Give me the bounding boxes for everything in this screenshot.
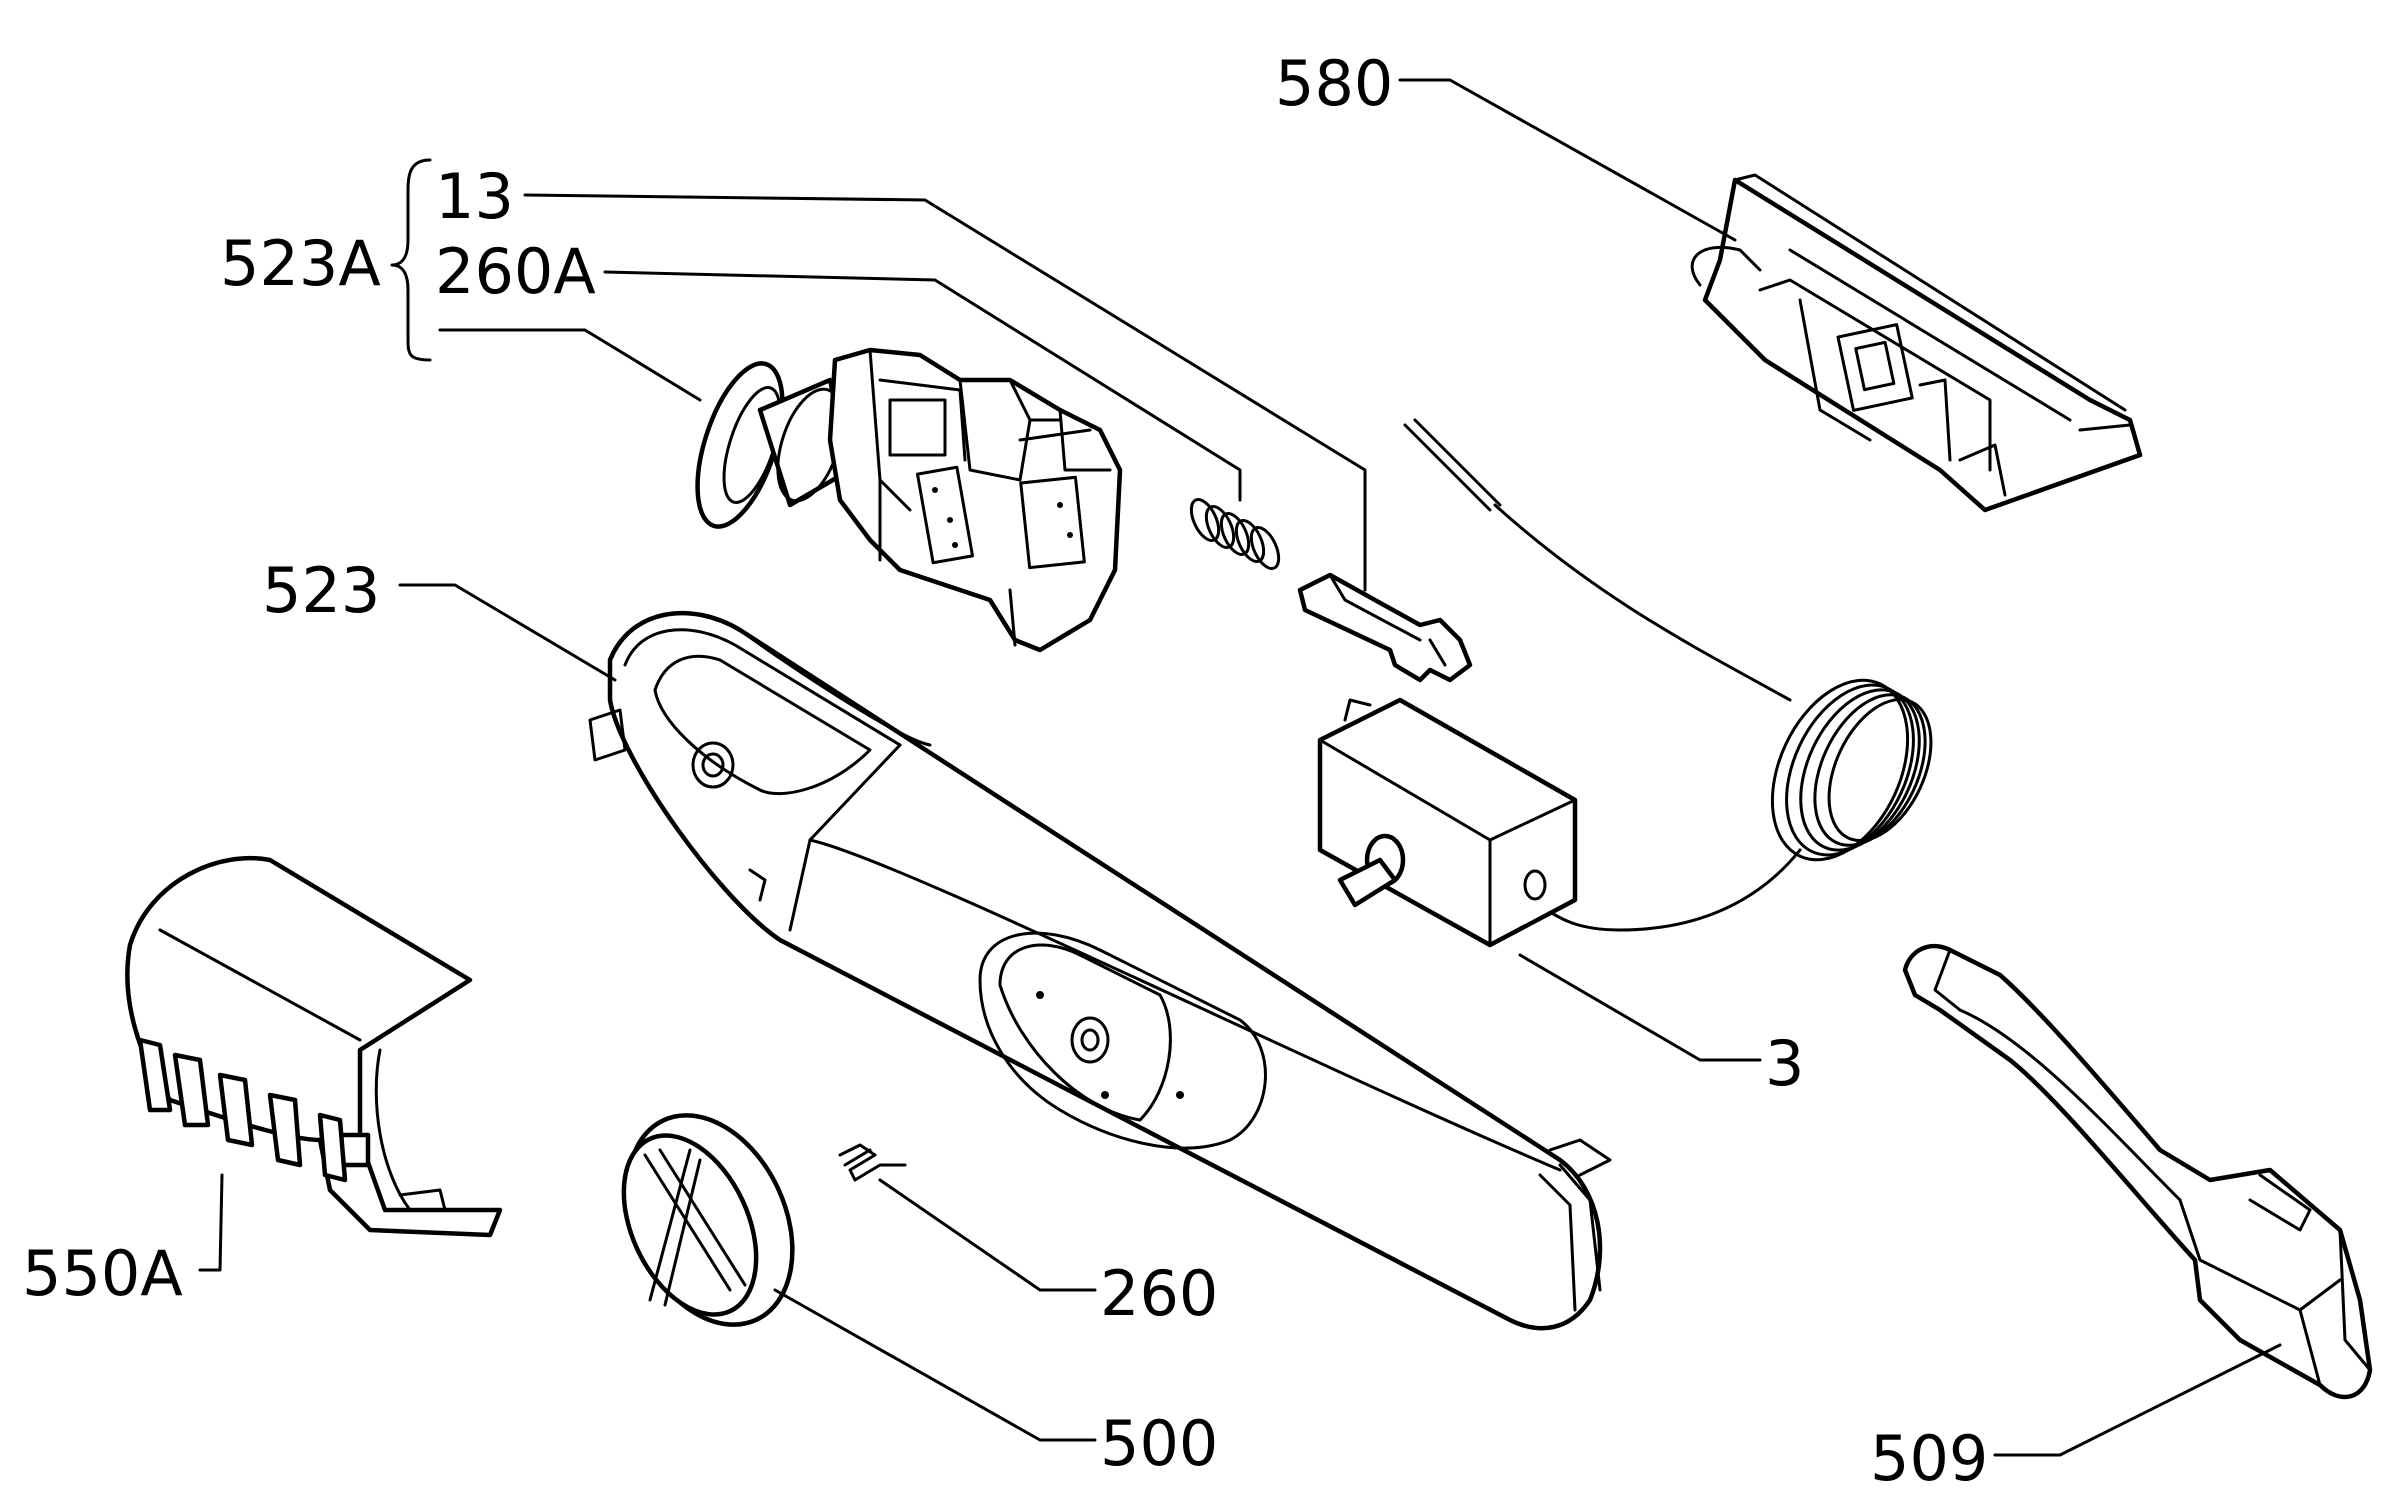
leader-lines [198, 78, 2282, 1457]
part-580-bracket [1690, 173, 2143, 513]
label-580: 580 [1275, 47, 1393, 120]
part-labels: 580 13 260A 523A 523 3 550A 260 500 509 [22, 47, 1988, 1495]
part-523-housing [588, 610, 1612, 1331]
part-3-thermostat [1317, 418, 1933, 948]
label-260: 260 [1100, 1257, 1218, 1330]
label-523: 523 [262, 554, 380, 627]
label-260a: 260A [435, 235, 596, 308]
label-3: 3 [1765, 1027, 1804, 1100]
part-13-plunger [1297, 572, 1473, 683]
523a-brace [390, 158, 432, 362]
label-13: 13 [435, 160, 514, 233]
part-509-handle [1902, 943, 2373, 1400]
part-500-knob [621, 1113, 795, 1327]
part-550a-cover [125, 855, 503, 1238]
part-523a-switch-assembly [695, 347, 1123, 653]
label-550a: 550A [22, 1237, 183, 1310]
label-509: 509 [1870, 1422, 1988, 1495]
part-260a-spring [1189, 498, 1281, 570]
label-500: 500 [1100, 1407, 1218, 1480]
label-523a: 523A [220, 227, 381, 300]
part-260-clip [838, 1143, 907, 1182]
